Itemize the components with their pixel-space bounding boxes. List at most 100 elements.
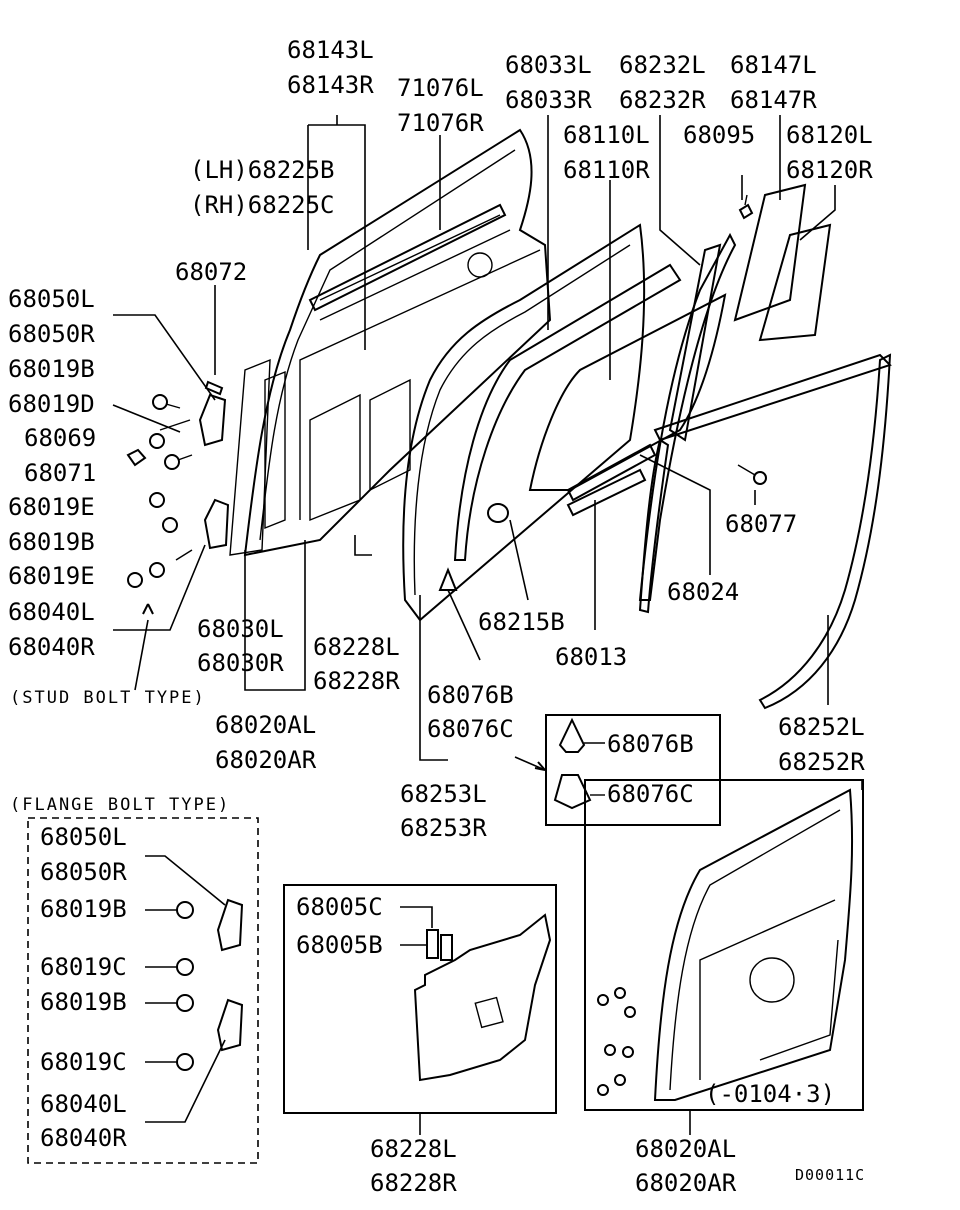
- label-68072: 68072: [175, 258, 247, 286]
- part-labels: 68143L 68143R 71076L 71076R 68033L 68033…: [8, 36, 873, 1197]
- flange-hinge-upper: [216, 898, 244, 952]
- bolt-68095: [738, 194, 754, 220]
- label-68019D: 68019D: [8, 390, 95, 418]
- label-68095: 68095: [683, 121, 755, 149]
- bolt-68019D: [159, 419, 191, 431]
- label-68228R-a: 68228R: [313, 667, 400, 695]
- pad-68005B: [440, 934, 453, 961]
- division-bar: [668, 243, 722, 442]
- upper-hinge: [198, 393, 227, 447]
- label-range-code: (-0104·3): [705, 1080, 835, 1108]
- door-inset-bolts: [597, 987, 636, 1096]
- label-68143R: 68143R: [287, 71, 374, 99]
- label-68143L: 68143L: [287, 36, 374, 64]
- belt-weatherstrip-68013: [566, 468, 647, 517]
- label-68033L: 68033L: [505, 51, 592, 79]
- label-68076C: 68076C: [427, 715, 514, 743]
- belt-molding: [308, 203, 507, 312]
- label-inset-68076C: 68076C: [607, 780, 694, 808]
- label-rh-68225C: (RH)68225C: [190, 191, 335, 219]
- label-68050L: 68050L: [8, 285, 95, 313]
- door-edge-panel: [229, 358, 271, 556]
- label-68030R: 68030R: [197, 649, 284, 677]
- label-68076B: 68076B: [427, 681, 514, 709]
- clip-68076: [438, 567, 458, 591]
- label-68020AR-b: 68020AR: [635, 1169, 737, 1197]
- label-flange-bolt-type: (FLANGE BOLT TYPE): [10, 795, 230, 815]
- screw-68072: [204, 380, 224, 396]
- label-68252R: 68252R: [778, 748, 865, 776]
- flange-bolt-68019C-a: [176, 958, 194, 976]
- bolt-68019E-lower: [162, 517, 193, 561]
- label-68024: 68024: [667, 578, 739, 606]
- bolt-68019B-upper: [152, 394, 181, 410]
- label-68040R: 68040R: [8, 633, 95, 661]
- label-68019E-a: 68019E: [8, 493, 95, 521]
- flange-bolt-68019B-a: [176, 901, 194, 919]
- label-68147R: 68147R: [730, 86, 817, 114]
- label-68071: 68071: [24, 459, 96, 487]
- label-68147L: 68147L: [730, 51, 817, 79]
- label-68019B-b: 68019B: [8, 528, 95, 556]
- weatherstrip-68033: [402, 223, 646, 622]
- bolt-68019E-upper: [164, 454, 193, 470]
- label-68033R: 68033R: [505, 86, 592, 114]
- label-71076R: 71076R: [397, 109, 484, 137]
- clip-inset-box: [545, 714, 721, 826]
- nut-68071: [126, 448, 147, 467]
- label-68020AL-b: 68020AL: [635, 1135, 736, 1163]
- label-inset-68076B: 68076B: [607, 730, 694, 758]
- label-f68019C-a: 68019C: [40, 953, 127, 981]
- label-68253R: 68253R: [400, 814, 487, 842]
- label-68069: 68069: [24, 424, 96, 452]
- label-f68019C-b: 68019C: [40, 1048, 127, 1076]
- flange-hinge-lower: [216, 998, 244, 1052]
- clip-68076B-detail: [558, 717, 605, 753]
- bolt-68019B-lower: [149, 492, 165, 508]
- label-f68050R: 68050R: [40, 858, 127, 886]
- label-f68019B-b: 68019B: [40, 988, 127, 1016]
- label-f68040L: 68040L: [40, 1090, 127, 1118]
- trim-panel-68228: [413, 913, 552, 1082]
- pad-68005C: [426, 929, 439, 959]
- nut-stud: [127, 572, 143, 588]
- label-68110R: 68110R: [563, 156, 650, 184]
- label-68228L-b: 68228L: [370, 1135, 457, 1163]
- label-68110L: 68110L: [563, 121, 650, 149]
- label-68050R: 68050R: [8, 320, 95, 348]
- quarter-channel-68147: [733, 183, 807, 322]
- label-68040L: 68040L: [8, 598, 95, 626]
- diagram-code: D00011C: [795, 1166, 865, 1184]
- arrow-to-clip-inset: [534, 761, 546, 771]
- washer-68069: [149, 433, 165, 449]
- label-f68019B-a: 68019B: [40, 895, 127, 923]
- label-68005C: 68005C: [296, 893, 383, 921]
- label-68020AL-a: 68020AL: [215, 711, 316, 739]
- label-lh-68225B: (LH)68225B: [190, 156, 335, 184]
- label-68120L: 68120L: [786, 121, 873, 149]
- bolt-68077: [737, 464, 767, 485]
- label-68232R: 68232R: [619, 86, 706, 114]
- door-glass-68110: [528, 293, 727, 491]
- quarter-glass-68120: [758, 223, 832, 342]
- label-68020AR-a: 68020AR: [215, 746, 317, 774]
- label-68232L: 68232L: [619, 51, 706, 79]
- flange-bolt-inset-box: [27, 817, 259, 1164]
- label-68013: 68013: [555, 643, 627, 671]
- label-68120R: 68120R: [786, 156, 873, 184]
- label-f68050L: 68050L: [40, 823, 127, 851]
- label-68228L-a: 68228L: [313, 633, 400, 661]
- arrow-stud: [142, 603, 154, 615]
- door-inset-shell: [653, 788, 854, 1101]
- label-68253L: 68253L: [400, 780, 487, 808]
- opening-weatherstrip-68252: [758, 353, 892, 710]
- label-68005B: 68005B: [296, 931, 383, 959]
- label-68215B: 68215B: [478, 608, 565, 636]
- label-stud-bolt-type: (STUD BOLT TYPE): [10, 688, 206, 708]
- lower-hinge: [203, 498, 230, 550]
- belt-weatherstrip-68024: [566, 443, 657, 502]
- flange-leader-lines: [145, 855, 226, 1123]
- leader-lines: [112, 115, 836, 771]
- label-68228R-b: 68228R: [370, 1169, 457, 1197]
